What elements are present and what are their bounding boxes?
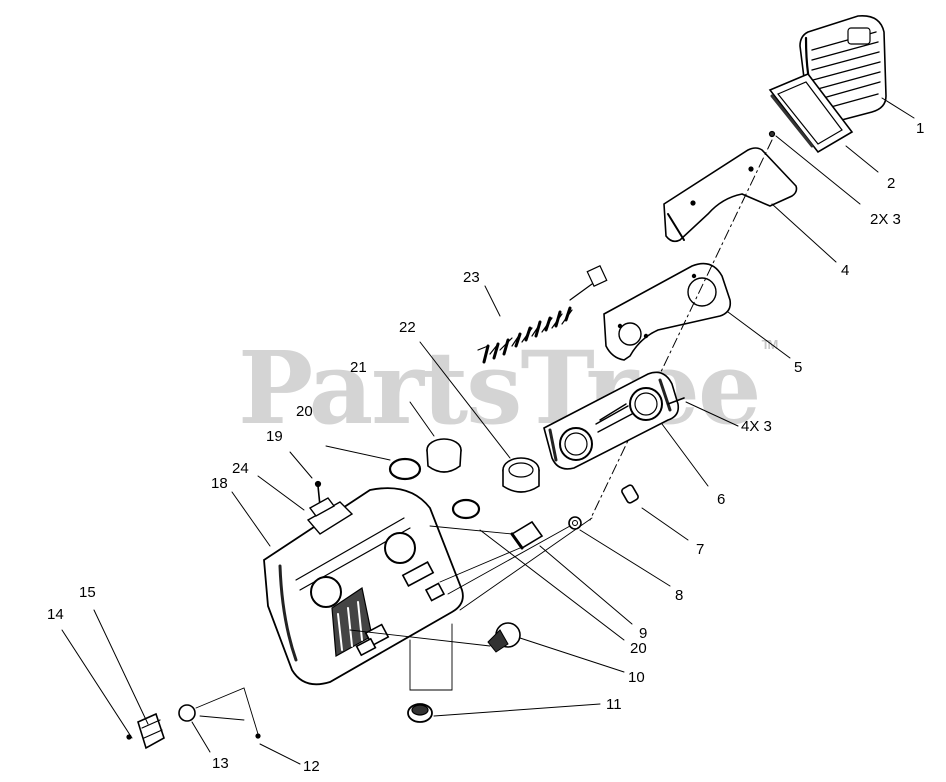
part-21-gauge[interactable] — [426, 438, 462, 473]
callout-11[interactable]: 11 — [606, 696, 622, 713]
callout-10[interactable]: 10 — [628, 669, 645, 686]
callout-2x3[interactable]: 2X 3 — [870, 211, 901, 228]
callout-15[interactable]: 15 — [79, 584, 96, 601]
callout-7[interactable]: 7 — [696, 541, 705, 558]
part-4x3-screw[interactable] — [667, 397, 685, 405]
leader-lines — [61, 97, 915, 765]
callout-4[interactable]: 4 — [841, 262, 850, 279]
part-5-mounting-plate[interactable] — [603, 262, 732, 361]
part-9-switch[interactable] — [510, 520, 544, 550]
callout-24[interactable]: 24 — [232, 460, 249, 477]
part-15-bracket[interactable] — [137, 712, 165, 750]
part-4-plate[interactable] — [663, 147, 798, 243]
callout-5[interactable]: 5 — [794, 359, 803, 376]
callout-23[interactable]: 23 — [463, 269, 480, 286]
part-20-ring-a[interactable] — [388, 457, 422, 481]
callout-6[interactable]: 6 — [717, 491, 726, 508]
callout-20-lower[interactable]: 20 — [630, 640, 647, 657]
callout-12[interactable]: 12 — [303, 758, 320, 775]
part-22-gauge[interactable] — [502, 457, 540, 493]
part-13-plug[interactable] — [178, 704, 196, 722]
callout-19[interactable]: 19 — [266, 428, 283, 445]
callout-4x3[interactable]: 4X 3 — [741, 418, 772, 435]
callout-1[interactable]: 1 — [916, 120, 925, 137]
part-24-bracket[interactable] — [308, 497, 336, 517]
part-7-clip[interactable] — [621, 484, 639, 504]
part-11-knob[interactable] — [407, 703, 433, 723]
callout-2[interactable]: 2 — [887, 175, 896, 192]
callout-20-upper[interactable]: 20 — [296, 403, 313, 420]
part-6-gauge-housing[interactable] — [543, 371, 680, 470]
callout-8[interactable]: 8 — [675, 587, 684, 604]
callout-9[interactable]: 9 — [639, 625, 648, 642]
part-23-harness[interactable] — [477, 264, 608, 364]
part-8-nut[interactable] — [568, 516, 582, 530]
callout-14[interactable]: 14 — [47, 606, 64, 623]
part-20-ring-b[interactable] — [451, 498, 481, 520]
part-2-gasket[interactable] — [768, 73, 854, 154]
callout-22[interactable]: 22 — [399, 319, 416, 336]
callout-18[interactable]: 18 — [211, 475, 228, 492]
callout-13[interactable]: 13 — [212, 755, 229, 772]
part-3-screw[interactable] — [768, 130, 776, 138]
callout-21[interactable]: 21 — [350, 359, 367, 376]
part-12-screw[interactable] — [255, 733, 261, 739]
part-10-light[interactable] — [487, 622, 521, 653]
part-18-console[interactable] — [263, 487, 464, 686]
